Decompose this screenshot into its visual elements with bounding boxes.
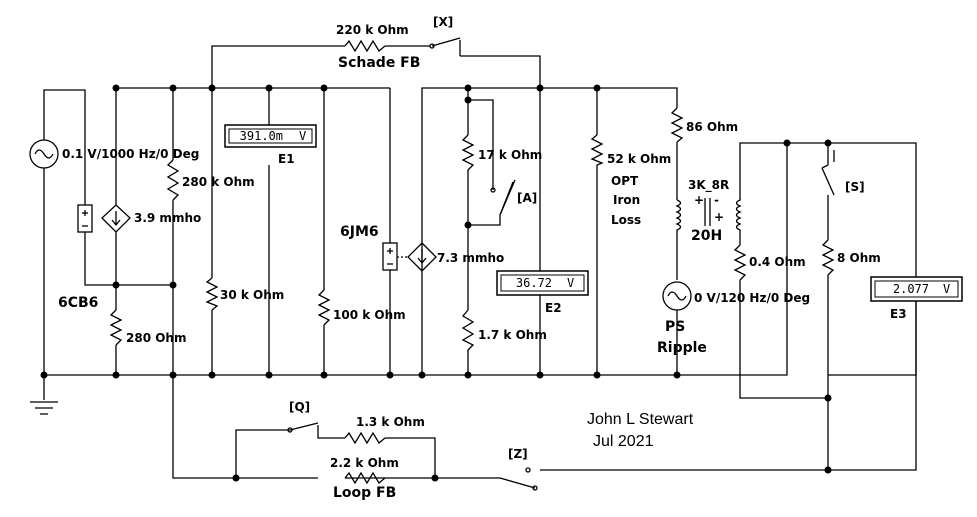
transformer: + + - — [675, 190, 742, 235]
dependent-sources — [77, 204, 437, 272]
label-1-7k: 1.7 k Ohm — [478, 328, 547, 342]
meter-e1-unit: V — [299, 129, 306, 143]
resistor-220k — [344, 39, 386, 53]
label-86: 86 Ohm — [686, 120, 738, 134]
label-20h: 20H — [691, 228, 722, 244]
labels: 220 k Ohm Schade FB [X] 0.1 V/1000 Hz/0 … — [58, 15, 881, 501]
vccs-6jm6 — [382, 242, 437, 272]
label-2-2k: 2.2 k Ohm — [330, 456, 399, 470]
resistor-8 — [821, 239, 835, 276]
switch-q — [287, 422, 319, 433]
ac-source-ripple-icon — [662, 281, 692, 311]
label-switch-z: [Z] — [508, 447, 528, 461]
label-ripple: Ripple — [657, 340, 707, 356]
label-switch-q: [Q] — [289, 400, 310, 414]
resistor-0-4 — [733, 244, 747, 281]
meter-e3-value: 2.077 — [893, 282, 929, 296]
resistor-280 — [109, 309, 123, 346]
xfmr-minus: - — [714, 193, 719, 207]
meter-e2: 36.72 V E2 — [496, 270, 589, 315]
date: Jul 2021 — [593, 433, 654, 450]
label-100k: 100 k Ohm — [333, 308, 406, 322]
meter-e1-value: 391.0m — [240, 129, 283, 143]
resistor-52k — [590, 134, 604, 166]
author: John L Stewart — [587, 411, 694, 428]
label-ripple-source: 0 V/120 Hz/0 Deg — [694, 291, 810, 305]
label-6jm6: 6JM6 — [340, 224, 379, 240]
label-gm1: 3.9 mmho — [134, 211, 201, 225]
meter-e2-unit: V — [567, 276, 574, 290]
resistors — [109, 39, 835, 485]
label-ps: PS — [665, 319, 685, 335]
xfmr-plus2: + — [714, 210, 724, 224]
resistor-2-2k — [344, 471, 386, 485]
meter-e1-name: E1 — [278, 152, 295, 166]
switch-z — [499, 467, 538, 491]
meter-e2-value: 36.72 — [516, 276, 552, 290]
label-switch-x: [X] — [433, 15, 453, 29]
meter-e2-name: E2 — [545, 301, 562, 315]
label-52k: 52 k Ohm — [607, 152, 671, 166]
ac-source-input-icon — [29, 139, 59, 169]
resistor-1-3k — [344, 431, 386, 445]
resistor-30k — [205, 277, 219, 311]
meter-e3-name: E3 — [890, 307, 907, 321]
xfmr-plus1: + — [694, 193, 704, 207]
switch-a — [490, 181, 514, 216]
label-280k: 280 k Ohm — [182, 175, 255, 189]
label-signal-source: 0.1 V/1000 Hz/0 Deg — [62, 147, 199, 161]
resistor-280k — [166, 159, 180, 201]
label-30k: 30 k Ohm — [220, 288, 284, 302]
label-iron: Iron — [613, 193, 640, 207]
resistor-1-7k — [461, 309, 475, 351]
switch-x — [429, 37, 461, 56]
meter-e1: 391.0m V E1 — [224, 124, 317, 166]
meter-e3-unit: V — [943, 282, 950, 296]
meter-e3: 2.077 V E3 — [870, 276, 963, 321]
label-loop-fb: Loop FB — [333, 485, 396, 501]
vccs-6cb6 — [77, 204, 131, 233]
label-280: 280 Ohm — [126, 331, 186, 345]
junction-dots — [40, 84, 832, 482]
label-1-3k: 1.3 k Ohm — [356, 415, 425, 429]
label-switch-a: [A] — [517, 191, 537, 205]
label-6cb6: 6CB6 — [58, 295, 98, 311]
wires — [30, 45, 917, 479]
switches — [287, 37, 835, 491]
label-schade: Schade FB — [338, 55, 420, 71]
label-xfmr: 3K_8R — [688, 178, 729, 193]
label-220k: 220 k Ohm — [336, 23, 409, 37]
resistor-100k — [317, 289, 331, 326]
ac-sources — [29, 139, 692, 311]
label-opt: OPT — [611, 174, 639, 188]
label-gm2: 7.3 mmho — [437, 251, 504, 265]
switch-s — [821, 150, 835, 196]
resistor-86 — [670, 107, 684, 143]
label-loss: Loss — [611, 213, 641, 227]
label-17k: 17 k Ohm — [478, 148, 542, 162]
label-switch-s: [S] — [845, 180, 865, 194]
resistor-17k — [461, 134, 475, 171]
label-8: 8 Ohm — [837, 251, 881, 265]
label-0-4: 0.4 Ohm — [749, 255, 806, 269]
